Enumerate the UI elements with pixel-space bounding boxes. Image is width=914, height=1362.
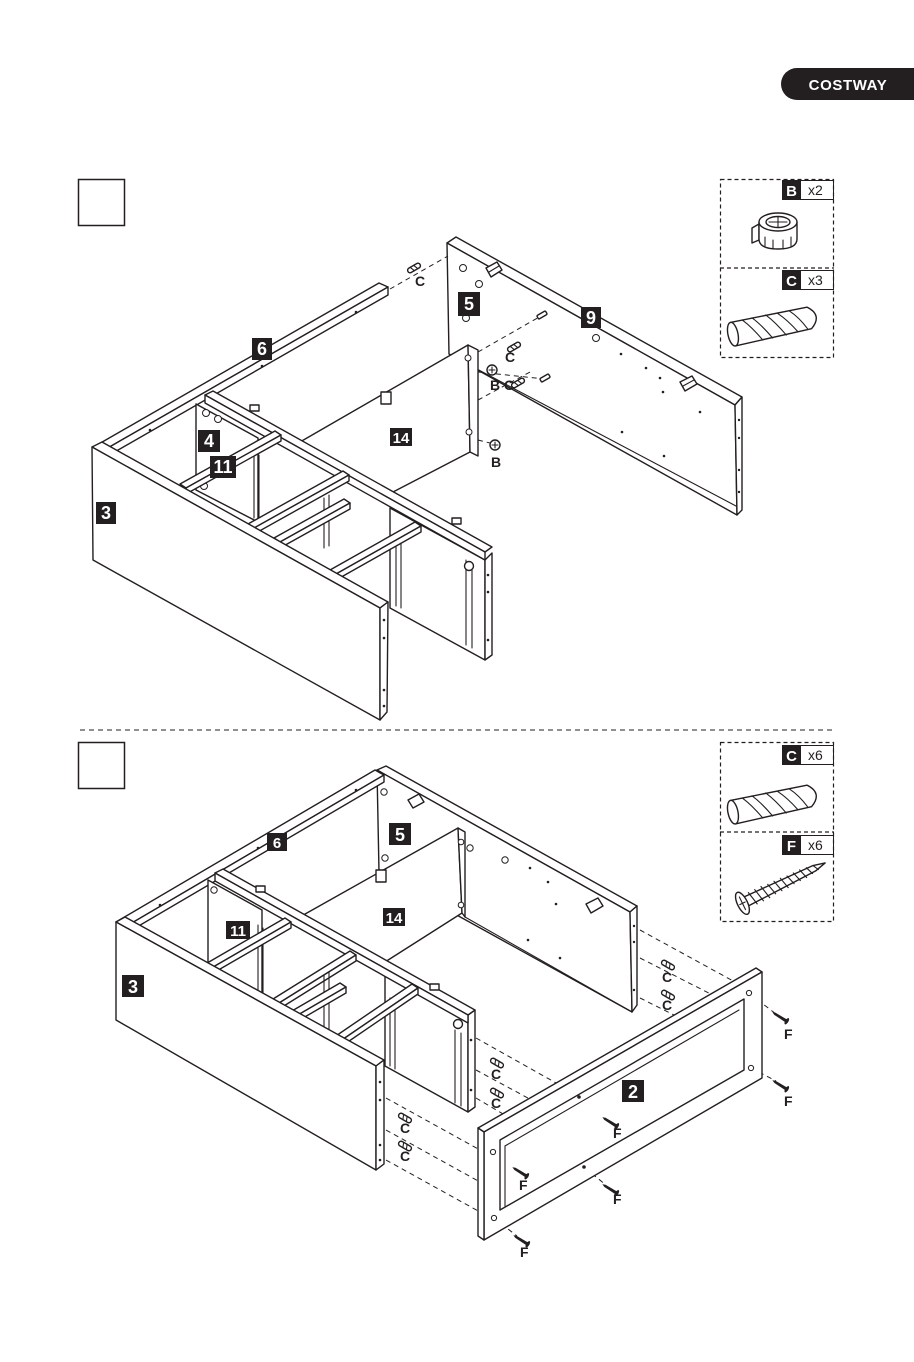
cam-lock-icon: [752, 213, 797, 249]
part-label-text: 6: [257, 339, 267, 359]
part-label-5: 5: [389, 823, 411, 845]
hardware-callout: C: [662, 969, 672, 985]
part-label-text: 14: [386, 910, 403, 927]
part-label-14: 14: [383, 908, 405, 927]
part-label-text: 3: [128, 977, 138, 997]
step-2-number-box: [79, 743, 125, 789]
step-1-number-box: [79, 180, 125, 226]
part-label-3: 3: [96, 502, 116, 524]
part-label-5: 5: [458, 292, 480, 316]
hardware-callout: C: [491, 1066, 501, 1082]
part-label-text: 4: [204, 431, 214, 451]
hardware-callout: F: [784, 1093, 793, 1109]
part-label-11: 11: [226, 921, 250, 940]
hardware-letter: F: [787, 838, 796, 855]
hardware-callout: C: [505, 349, 515, 365]
part-label-6: 6: [267, 833, 287, 852]
wood-dowel-icon: [726, 783, 819, 825]
hardware-callout: F: [520, 1244, 529, 1260]
screw-icon: [733, 852, 831, 916]
hardware-row-c: C x6: [782, 745, 834, 765]
cam-lock-small-icon: [490, 440, 500, 450]
hardware-callout: F: [613, 1191, 622, 1207]
dowel-icon: [407, 262, 422, 273]
wood-dowel-icon: [726, 305, 819, 347]
part-label-3: 3: [122, 975, 144, 997]
part-label-text: 5: [395, 825, 405, 845]
hardware-row-f: F x6: [782, 835, 834, 855]
part-label-text: 6: [273, 835, 281, 852]
part-label-11: 11: [210, 456, 236, 478]
hardware-callout: C: [662, 997, 672, 1013]
hardware-panel-step1: B x2 C x3: [720, 180, 834, 358]
part-label-text: 11: [213, 457, 232, 477]
hardware-panel-step2: C x6 F x6: [720, 743, 834, 922]
hardware-callout: B: [491, 454, 501, 470]
hardware-callout: F: [519, 1177, 528, 1193]
part-label-14: 14: [390, 428, 412, 447]
hardware-quantity: x6: [808, 837, 823, 853]
step-2-diagram: 6 5 14 11 3 2 C C C C C C F F F F: [116, 766, 793, 1260]
hardware-quantity: x2: [808, 182, 823, 198]
hardware-callout: C: [504, 377, 514, 393]
hardware-quantity: x6: [808, 747, 823, 763]
hardware-callout: C: [400, 1148, 410, 1164]
brand-badge: COSTWAY: [781, 68, 914, 100]
brand-name: COSTWAY: [809, 77, 888, 94]
part-label-text: 11: [230, 923, 246, 940]
part-label-text: 14: [393, 430, 410, 447]
cam-lock-small-icon: [487, 365, 497, 375]
hardware-quantity: x3: [808, 272, 823, 288]
part-label-6: 6: [252, 338, 272, 360]
hardware-callout: C: [491, 1095, 501, 1111]
hardware-callout: F: [784, 1026, 793, 1042]
part-label-9: 9: [581, 307, 601, 328]
part-label-4: 4: [198, 430, 220, 452]
hardware-row-b: B x2: [782, 180, 834, 200]
part-label-text: 9: [586, 308, 596, 328]
hardware-letter: C: [786, 748, 797, 765]
part-label-text: 2: [628, 1082, 638, 1102]
part-label-2: 2: [622, 1080, 644, 1102]
hardware-callout: C: [415, 273, 425, 289]
part-label-text: 5: [464, 294, 474, 314]
hardware-letter: C: [786, 273, 797, 290]
screw-small-icon: [770, 1077, 790, 1093]
part-label-text: 3: [101, 503, 111, 523]
hardware-callout: F: [613, 1125, 622, 1141]
hardware-letter: B: [786, 183, 797, 200]
step-1-diagram: 6 5 9 4 11 3 14 C C B C B: [92, 237, 742, 720]
hardware-callout: B: [490, 377, 500, 393]
hardware-row-c: C x3: [782, 270, 834, 290]
back-panel-9: [447, 237, 742, 515]
hardware-callout: C: [400, 1120, 410, 1136]
